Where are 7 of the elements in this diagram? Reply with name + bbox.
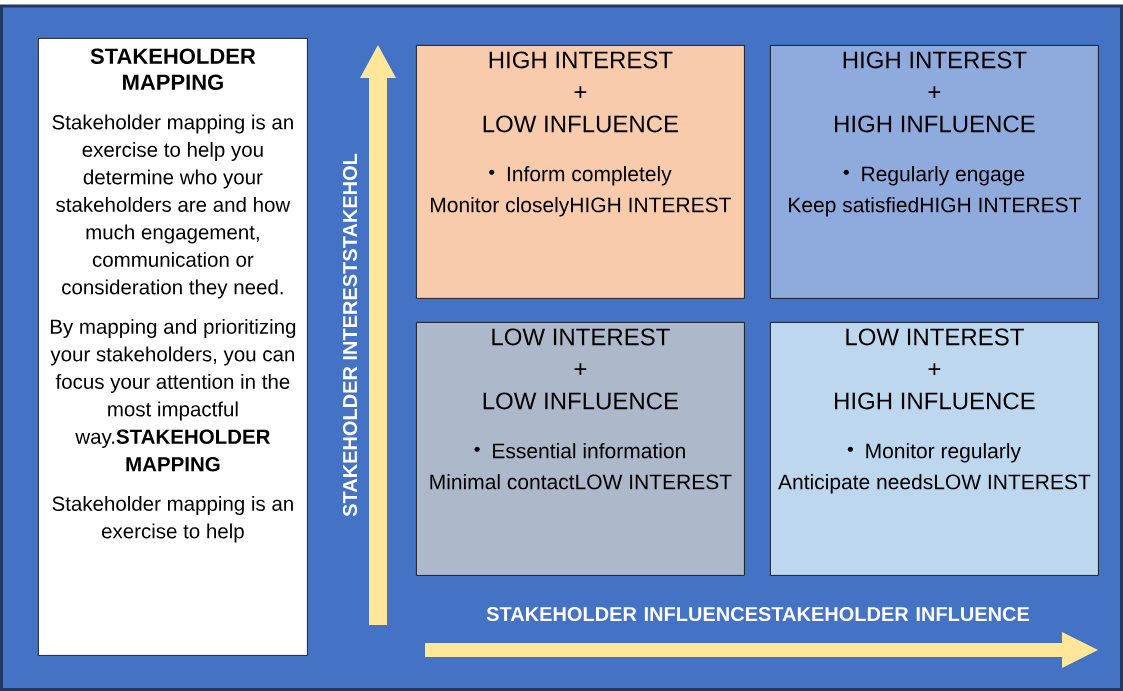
axis-label: STAKEHOLDER INTERESTSTAKEHOL: [342, 153, 358, 517]
quadrant-box: HIGH INTEREST + LOW INFLUENCE Inform completely Monitor closelyHIGH INTEREST: [416, 45, 745, 299]
axis-label: STAKEHOLDER INFLUENCESTAKEHOLDER INFLUENCE: [486, 606, 1030, 622]
quadrant-box: LOW INTEREST + LOW INFLUENCE Essential information Minimal contactLOW INTEREST: [416, 322, 745, 576]
quadrant-box: LOW INTEREST + HIGH INFLUENCE Monitor regularly Anticipate needsLOW INTEREST: [770, 322, 1099, 576]
quadrant-box: HIGH INTEREST + HIGH INFLUENCE Regularly engage Keep satisfiedHIGH INTEREST: [770, 45, 1099, 299]
text-panel: STAKEHOLDER MAPPING Stakeholder mapping is an exercise to help you determine who your stakeholders are and how much engagement, communication or consideration they need. By mapping and prioritizing your stakeholders, you can focus your attention in the most impactful way.STAKEHOLDER MAPPING Stakeholder mapping is an exercise to help: [38, 38, 308, 656]
